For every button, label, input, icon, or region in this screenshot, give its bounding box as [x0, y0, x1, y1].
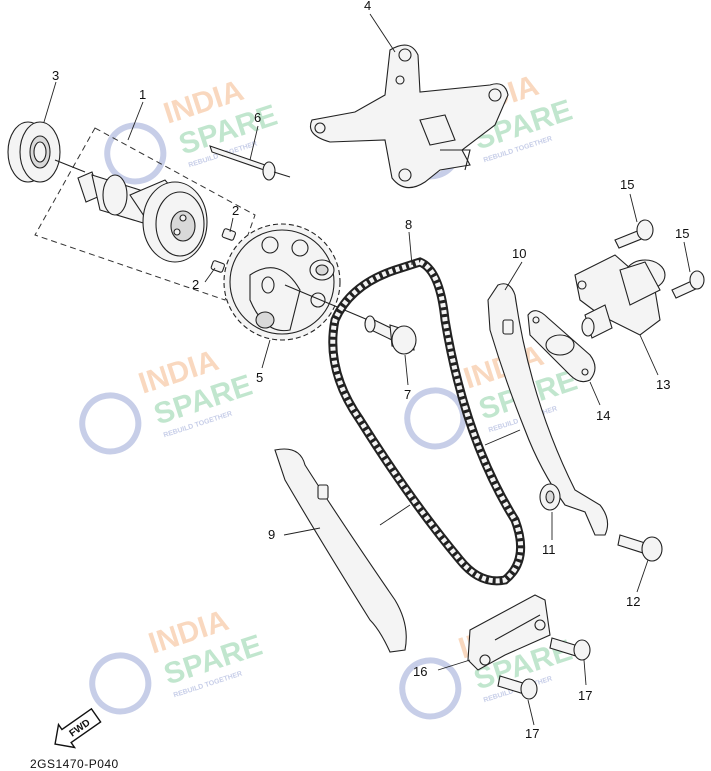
- bearing-axis-line: [54, 159, 86, 173]
- callout-17b: 17: [525, 726, 539, 741]
- callout-labels: 1 2 2 3 4 5 6 7 8 9 10 11 12 13 14 15 15…: [52, 0, 689, 741]
- drawing-code: 2GS1470-P040: [30, 757, 119, 771]
- callout-14: 14: [596, 408, 610, 423]
- callout-12: 12: [626, 594, 640, 609]
- cam-sprocket-part-5: [223, 223, 341, 341]
- dowel-pin-part-2a: [221, 228, 236, 241]
- callout-8: 8: [405, 217, 412, 232]
- callout-9: 9: [268, 527, 275, 542]
- callout-2a: 2: [232, 203, 239, 218]
- bolt-part-15a: [614, 219, 654, 249]
- callout-15a: 15: [620, 177, 634, 192]
- bearing-part-3: [7, 121, 61, 183]
- bolt-part-17a: [549, 637, 591, 661]
- bolt-part-12: [617, 534, 663, 562]
- tensioner-guide-part-10: [487, 283, 609, 536]
- callout-16: 16: [413, 664, 427, 679]
- callout-1: 1: [139, 87, 146, 102]
- sprocket-stud: [309, 259, 335, 281]
- callout-6: 6: [254, 110, 261, 125]
- callout-4: 4: [364, 0, 371, 13]
- fwd-arrow: FWD: [54, 707, 102, 749]
- chain-tensioner-part-13: [574, 254, 666, 339]
- bolt-part-17b: [497, 675, 538, 700]
- timing-chain-part-8: [328, 257, 526, 586]
- camshaft-assembly-outline: [34, 127, 256, 301]
- callout-7: 7: [404, 387, 411, 402]
- watermark: INDIA SPARE REBUILD TOGETHER: [104, 74, 281, 185]
- callout-17a: 17: [578, 688, 592, 703]
- gasket-part-14: [527, 310, 596, 383]
- guide-stopper-part-16: [467, 594, 551, 671]
- collar-part-11: [539, 483, 561, 511]
- callout-15b: 15: [675, 226, 689, 241]
- leader-lines: [43, 13, 691, 726]
- callout-3: 3: [52, 68, 59, 83]
- camshaft-part-1: [77, 171, 208, 263]
- callout-10: 10: [512, 246, 526, 261]
- pin-part-6: [209, 145, 291, 181]
- watermark: INDIA SPARE REBUILD TOGETHER: [89, 604, 266, 715]
- callout-11: 11: [542, 542, 556, 557]
- bolt-axis-line: [284, 284, 381, 326]
- callout-2b: 2: [192, 277, 199, 292]
- callout-5: 5: [256, 370, 263, 385]
- bolt-part-15b: [671, 270, 705, 299]
- bolt-part-7: [364, 315, 417, 355]
- watermark: INDIA SPARE REBUILD TOGETHER: [79, 344, 256, 455]
- callout-13: 13: [656, 377, 670, 392]
- plate-part-4: [309, 44, 509, 189]
- chain-guide-part-9: [274, 448, 407, 653]
